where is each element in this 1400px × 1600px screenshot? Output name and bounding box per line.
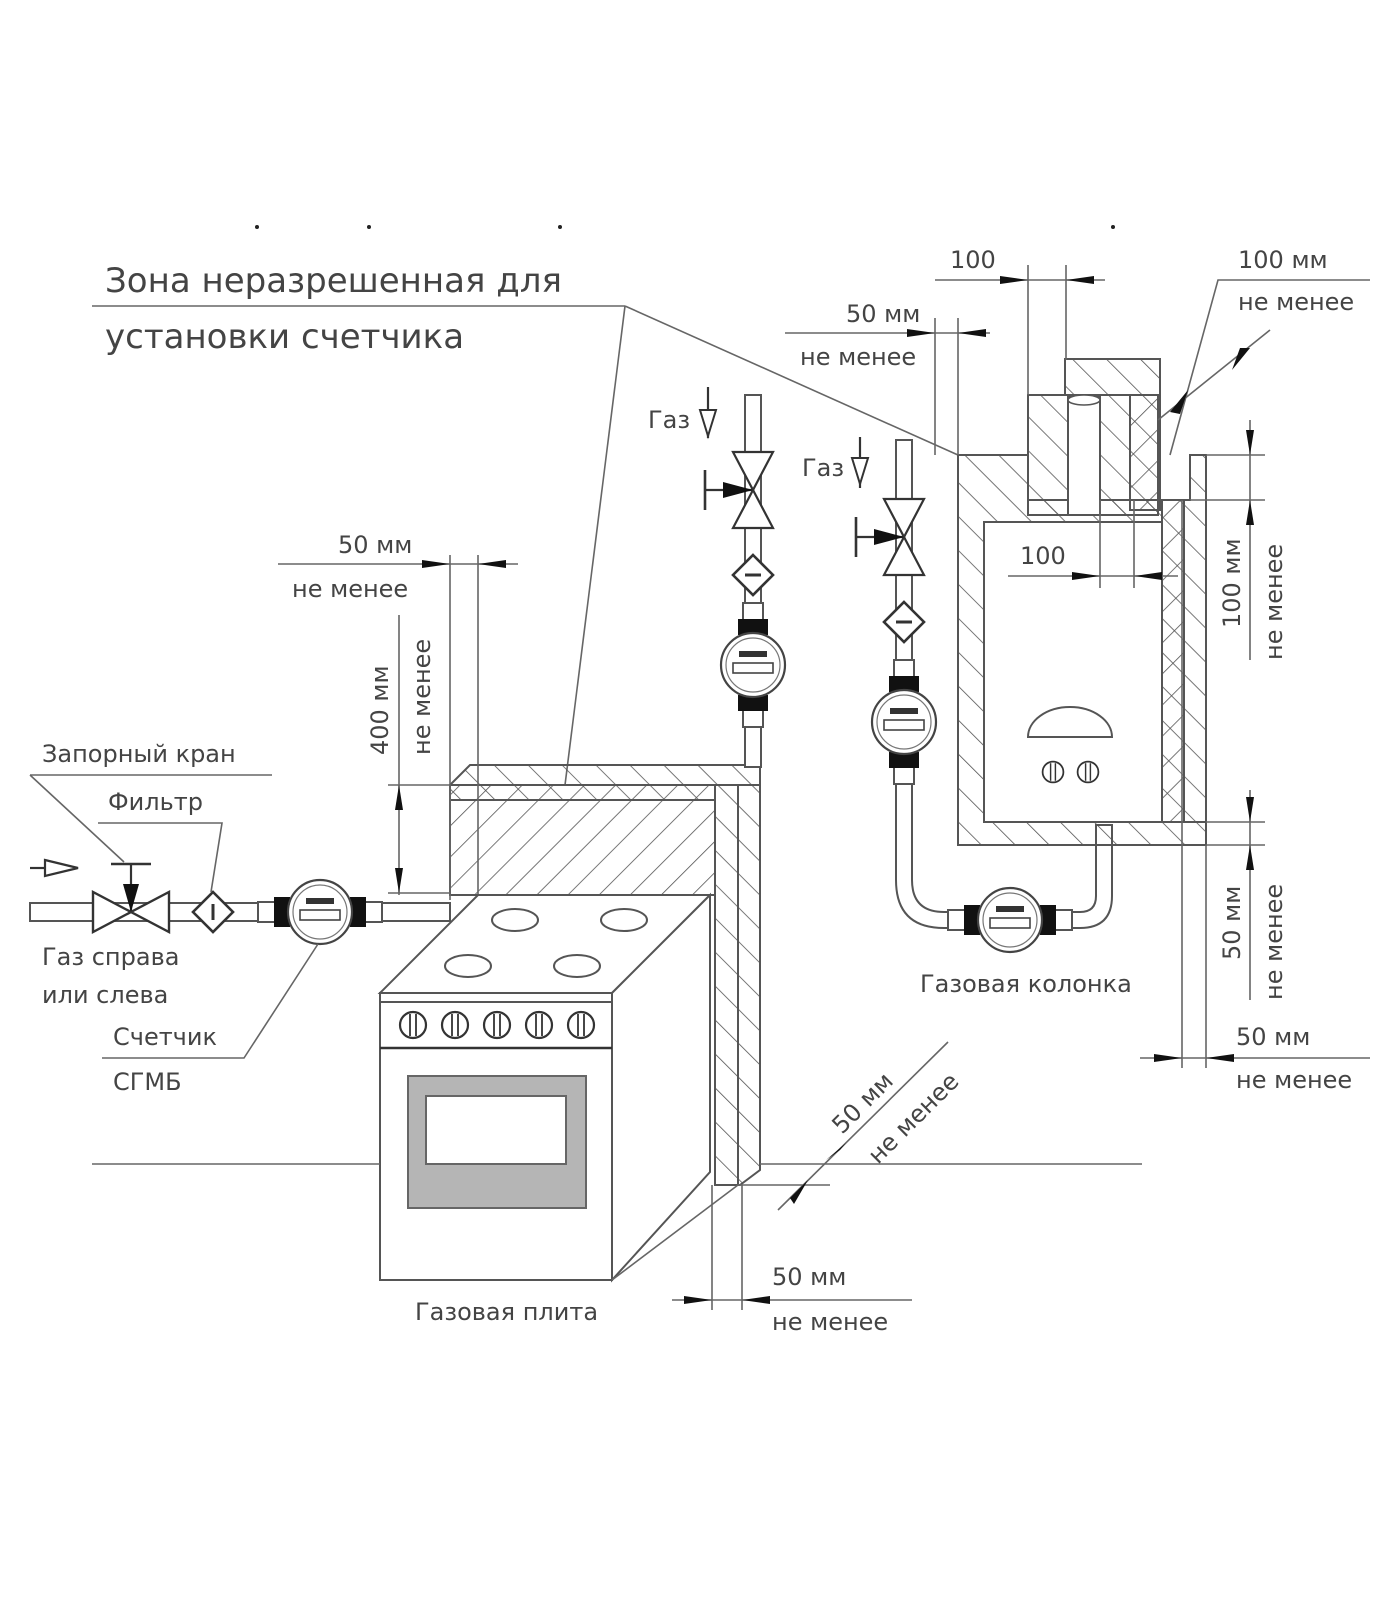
dim-stove-side-value: 50 мм	[772, 1263, 846, 1291]
riser-stove	[698, 387, 787, 768]
leader-to-stove-zone	[564, 305, 626, 786]
filter-icon	[191, 890, 235, 934]
riser-heater	[850, 437, 1113, 954]
scan-artifacts	[255, 225, 1115, 229]
knob-icon	[398, 1010, 428, 1040]
knob-icon	[1076, 760, 1100, 784]
label-shutoff-valve: Запорный кран	[42, 740, 236, 768]
dim-stove-top-qualifier: не менее	[292, 575, 408, 603]
dim-floor-diagonal	[777, 1041, 949, 1211]
gas-flow-arrow-icon	[850, 457, 870, 488]
dim-stove-height	[388, 615, 450, 895]
shutoff-valve-icon	[91, 862, 171, 934]
gas-stove	[377, 892, 713, 1283]
heater-window-icon	[1026, 706, 1114, 738]
dim-stove-side-qualifier: не менее	[772, 1308, 888, 1336]
dim-stove-side	[672, 1185, 912, 1310]
dim-heater-inner-100	[1008, 500, 1178, 588]
dim-heater-top-left-qualifier: не менее	[800, 343, 916, 371]
no-install-zone-heater	[957, 358, 1207, 846]
label-filter: Фильтр	[108, 788, 203, 816]
label-meter-2: СГМБ	[113, 1068, 182, 1096]
label-gas-side-1: Газ справа	[42, 943, 179, 971]
knob-icon	[524, 1010, 554, 1040]
shutoff-valve-icon	[854, 497, 926, 577]
knob-icon	[566, 1010, 596, 1040]
dim-heater-right-vertical-qualifier: не менее	[1260, 544, 1288, 660]
knob-icon	[440, 1010, 470, 1040]
label-meter-1: Счетчик	[113, 1023, 217, 1051]
gas-meter-icon	[256, 878, 384, 946]
dim-heater-bottom-vertical	[1206, 790, 1265, 1000]
dim-stove-top	[278, 555, 518, 900]
dim-heater-right-vertical-value: 100 мм	[1218, 538, 1246, 628]
dim-heater-top-100	[935, 265, 1105, 395]
burner-icon	[600, 908, 648, 932]
gas-heater-body	[983, 521, 1163, 823]
dim-heater-top-left-value: 50 мм	[846, 300, 920, 328]
gas-meter-icon	[719, 601, 787, 729]
dim-heater-bottom-vertical-qualifier: не менее	[1260, 884, 1288, 1000]
leader-to-heater-zone	[624, 305, 959, 456]
knob-icon	[1041, 760, 1065, 784]
title-line-2: установки счетчика	[105, 317, 464, 357]
title-line-1: Зона неразрешенная для	[105, 261, 562, 301]
dim-heater-bottom-vertical-value: 50 мм	[1218, 886, 1246, 960]
dim-heater-top-right-value: 100 мм	[1238, 246, 1328, 274]
dim-heater-top-right	[1157, 279, 1370, 456]
knob-icon	[482, 1010, 512, 1040]
gas-meter-icon	[946, 886, 1074, 954]
label-gas-side-2: или слева	[42, 981, 168, 1009]
dim-heater-bottom-horizontal-qualifier: не менее	[1236, 1066, 1352, 1094]
dim-heater-right-vertical	[1190, 420, 1265, 660]
inlet-assembly	[29, 858, 451, 946]
burner-icon	[444, 954, 492, 978]
dim-heater-bottom-horizontal-value: 50 мм	[1236, 1023, 1310, 1051]
dim-heater-top-right-qualifier: не менее	[1238, 288, 1354, 316]
filter-icon	[882, 600, 926, 644]
dim-heater-bottom-horizontal	[1140, 500, 1370, 1068]
burner-icon	[553, 954, 601, 978]
label-gas-2: Газ	[802, 454, 844, 482]
filter-icon	[731, 553, 775, 597]
gas-meter-icon	[870, 658, 938, 786]
flue-pipe	[1067, 396, 1101, 516]
oven-window	[425, 1095, 567, 1165]
gas-flow-arrow-icon	[698, 409, 718, 440]
dim-stove-height-value: 400 мм	[366, 665, 394, 755]
flow-arrow-icon	[43, 858, 79, 878]
dim-stove-height-qualifier: не менее	[408, 639, 436, 755]
leader-meter	[102, 943, 319, 1059]
dim-heater-inner-100-value: 100	[1020, 542, 1066, 570]
leader-filter	[98, 822, 223, 893]
shutoff-valve-icon	[703, 450, 775, 530]
label-gas-heater: Газовая колонка	[920, 970, 1132, 998]
dim-heater-top-100-value: 100	[950, 246, 996, 274]
stove-perspective-line	[611, 1184, 739, 1281]
label-gas-1: Газ	[648, 406, 690, 434]
burner-icon	[491, 908, 539, 932]
leader-shutoff-valve	[29, 774, 125, 863]
dim-stove-top-value: 50 мм	[338, 531, 412, 559]
label-gas-stove: Газовая плита	[415, 1298, 598, 1326]
dim-heater-top-left	[785, 318, 990, 455]
